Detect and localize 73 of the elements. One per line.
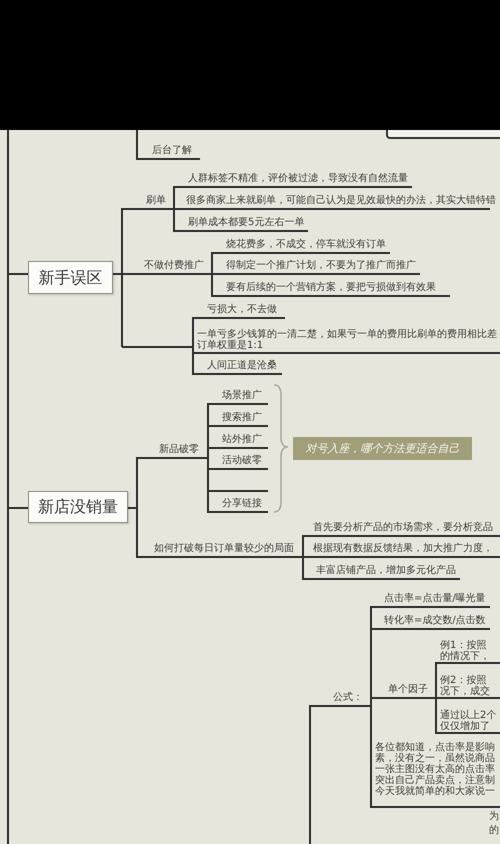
topic-box <box>28 491 128 523</box>
topic-text: 素，没有之一，虽然说商品 <box>375 752 495 764</box>
topic-text: 通过以上2个 <box>440 710 496 720</box>
topic-text: 如何打破每日订单量较少的局面 <box>154 543 294 554</box>
connector-line <box>302 557 460 580</box>
topic-text: 根据现有数据反馈结果，加大推广力度， <box>313 543 493 554</box>
connector-line <box>309 705 371 844</box>
topic-text: 要有后续的一个营销方案，要把亏损做到有效果 <box>226 282 436 293</box>
connector-line <box>136 130 200 160</box>
topic-text: 一单亏多少钱算的一清二楚，如果亏一单的费用比刷单的费用相比差 <box>197 329 497 340</box>
topic-text: 公式： <box>333 692 363 703</box>
topic-text: 搜索推广 <box>222 412 262 423</box>
cut-off-box <box>386 130 500 139</box>
connector-line <box>207 458 268 513</box>
topic-text: 点击率=点击量/曝光量 <box>384 593 486 604</box>
topic-text: 单个因子 <box>388 684 428 695</box>
topic-title: 新店没销量 <box>38 497 118 517</box>
connector-line <box>173 186 412 209</box>
connector-line <box>7 273 28 844</box>
topic-underline <box>208 488 268 492</box>
topic-text: 活动破零 <box>222 455 262 466</box>
connector-line <box>302 535 500 557</box>
topic-text: 况下，成交 <box>440 686 490 696</box>
connector-line <box>207 447 268 458</box>
connector-line <box>435 698 500 734</box>
topic-text: 人群标签不精准，评价被过滤，导致没有自然流量 <box>188 173 408 184</box>
summary-box <box>293 437 472 460</box>
connector-line <box>7 130 28 509</box>
topic-text: 首先要分析产品的市场需求，要分析竞品 <box>313 522 493 533</box>
topic-text: 例1：按照 <box>440 640 486 650</box>
connector-line <box>211 274 450 297</box>
topic-text: 不做付费推广 <box>144 260 204 271</box>
connector-line <box>370 697 436 706</box>
topic-text: 场景推广 <box>222 390 262 401</box>
topic-text: 突出自己产品卖点，注意制 <box>375 774 495 786</box>
topic-text: 新品破零 <box>159 444 199 455</box>
topic-text: 例2：按照 <box>440 674 486 686</box>
topic-text: 后台了解 <box>152 145 192 156</box>
connector-line <box>435 662 500 698</box>
topic-text: 刷单 <box>146 195 166 206</box>
topic-text: 仅仅增加了 <box>440 720 490 732</box>
topic-text: 丰富店铺产品，增加多元化产品 <box>316 565 456 576</box>
topic-box <box>28 261 113 294</box>
topic-text: 站外推广 <box>222 434 262 445</box>
connector-line <box>128 507 303 558</box>
topic-title: 新手误区 <box>38 268 102 288</box>
summary-text: 对号入座，哪个方法更适合自己 <box>306 442 460 456</box>
connector-line <box>173 209 308 232</box>
connector-line <box>173 208 490 210</box>
partial-text: 的 <box>489 825 499 836</box>
connector-line <box>192 347 282 375</box>
topic-text: 各位都知道，点击率是影响 <box>375 742 495 752</box>
connector-line <box>211 252 390 274</box>
connector-line <box>211 273 420 275</box>
connector-line <box>302 556 500 558</box>
topic-text: 今天我就简单的和大家说一 <box>375 786 495 796</box>
topic-text: 一张主图没有太高的点击率 <box>375 764 495 774</box>
connector-line <box>370 706 500 808</box>
topic-text: 很多商家上来就刷单，可能自己认为是见效最快的办法，其实大错特错 <box>186 195 496 206</box>
connector-line <box>113 273 123 347</box>
connector-line <box>435 697 500 699</box>
topic-text: 订单权重是1:1 <box>197 340 264 351</box>
topic-text: 亏损大，不去做 <box>207 304 277 315</box>
topic-text: 烧花费多，不成交，停车就没有订单 <box>226 239 386 250</box>
topic-text: 的情况下， <box>440 650 490 662</box>
topic-text: 刷单成本都要5元左右一单 <box>188 217 304 228</box>
topic-underline <box>122 344 193 348</box>
connector-line <box>192 317 285 347</box>
topic-text: 得制定一个推广计划，不要为了推广而推广 <box>226 260 416 271</box>
topic-text: 人间正道是沧桑 <box>207 360 277 371</box>
partial-text: 为 <box>489 811 499 822</box>
topic-text: 分享链接 <box>222 498 262 509</box>
topic-text: 转化率=成交数/点击数 <box>384 615 486 626</box>
